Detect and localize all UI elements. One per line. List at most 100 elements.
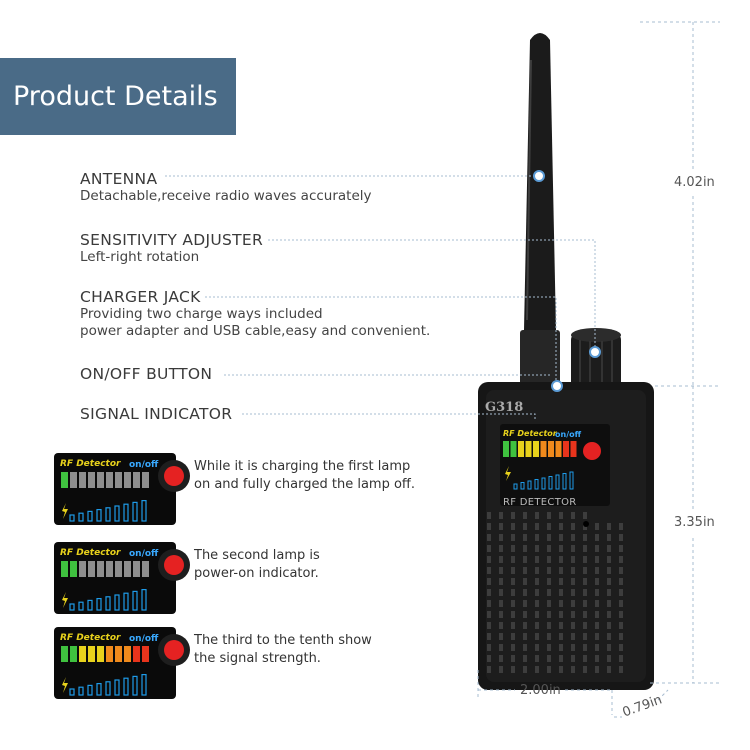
grille-hole (571, 523, 575, 530)
level-bar (96, 682, 102, 696)
grille-hole (571, 567, 575, 574)
level-bar (141, 673, 147, 696)
feature-title: SENSITIVITY ADJUSTER (80, 231, 264, 249)
grille-hole (559, 633, 563, 640)
dimension-height-body: 3.35in (674, 515, 715, 530)
grille-hole (523, 622, 527, 629)
grille-hole (559, 666, 563, 673)
on-off-button (164, 640, 184, 660)
charge-icon (505, 466, 511, 481)
grille-hole (595, 523, 599, 530)
indicator-card-2: RF Detector on/off (54, 542, 190, 614)
grille-hole (547, 655, 551, 662)
indicator-lamp (61, 561, 68, 577)
grille-hole (607, 556, 611, 563)
indicator-card-1: RF Detector on/off (54, 453, 190, 525)
caption-line: The second lamp is (194, 548, 320, 563)
grille-hole (547, 523, 551, 530)
grille-hole (523, 512, 527, 519)
grille-hole (523, 666, 527, 673)
grille-hole (583, 611, 587, 618)
grille-hole (499, 666, 503, 673)
device-level-bar (569, 471, 574, 490)
grille-hole (559, 578, 563, 585)
grille-hole (559, 644, 563, 651)
grille-hole (607, 589, 611, 596)
indicator-lamp (142, 561, 149, 577)
grille-hole (619, 666, 623, 673)
grille-hole (511, 633, 515, 640)
grille-hole (607, 534, 611, 541)
card-switch-label: on/off (129, 460, 159, 470)
feature-title: ANTENNA (80, 170, 158, 188)
level-bar (105, 507, 111, 522)
grille-hole (619, 567, 623, 574)
feature-on-off-button: ON/OFF BUTTON (80, 365, 212, 383)
grille-hole (559, 622, 563, 629)
caption-line: on and fully charged the lamp off. (194, 477, 416, 492)
device-lamp (563, 441, 569, 457)
grille-hole (499, 556, 503, 563)
indicator-lamp (115, 646, 122, 662)
indicator-lamp (97, 472, 104, 488)
grille-hole (595, 600, 599, 607)
grille-hole (547, 578, 551, 585)
indicator-lamp (70, 646, 77, 662)
grille-hole (559, 600, 563, 607)
level-bar (87, 510, 93, 522)
grille-hole (559, 556, 563, 563)
grille-hole (607, 578, 611, 585)
device-level-bar (562, 473, 567, 490)
indicator-lamp (115, 561, 122, 577)
grille-hole (547, 600, 551, 607)
grille-hole (523, 545, 527, 552)
grille-hole (595, 633, 599, 640)
grille-hole (499, 600, 503, 607)
grille-hole (499, 622, 503, 629)
grille-hole (607, 655, 611, 662)
caption-line: The third to the tenth show (194, 633, 372, 648)
grille-hole (487, 567, 491, 574)
indicator-lamp (70, 472, 77, 488)
grille-hole (499, 567, 503, 574)
grille-hole (499, 545, 503, 552)
grille-hole (487, 644, 491, 651)
grille-hole (583, 589, 587, 596)
grille-hole (583, 655, 587, 662)
grille-hole (619, 545, 623, 552)
grille-hole (487, 622, 491, 629)
grille-hole (619, 622, 623, 629)
grille-hole (499, 644, 503, 651)
grille-hole (523, 655, 527, 662)
feature-antenna: ANTENNA Detachable,receive radio waves a… (80, 170, 372, 205)
device-lamp (555, 441, 562, 457)
grille-hole (595, 589, 599, 596)
grille-hole (499, 512, 503, 519)
device-lamp (570, 441, 577, 457)
grille-hole (619, 578, 623, 585)
level-bar (123, 677, 129, 696)
grille-hole (511, 534, 515, 541)
grille-hole (487, 611, 491, 618)
grille-hole (547, 567, 551, 574)
device-lamp (503, 441, 509, 457)
grille-hole (619, 644, 623, 651)
indicator-lamp (106, 472, 113, 488)
grille-hole (499, 611, 503, 618)
grille-hole (595, 666, 599, 673)
indicator-lamp (97, 561, 104, 577)
indicator-lamp (88, 472, 95, 488)
grille-hole (487, 545, 491, 552)
level-bar (96, 508, 102, 522)
on-off-button (164, 555, 184, 575)
level-bar (87, 684, 93, 696)
grille-hole (547, 556, 551, 563)
on-off-button (164, 466, 184, 486)
indicator-lamp (97, 646, 104, 662)
dimension-lines (477, 21, 720, 718)
grille-hole (607, 600, 611, 607)
indicator-lamp (133, 646, 140, 662)
grille-hole (547, 644, 551, 651)
indicator-lamp (88, 561, 95, 577)
